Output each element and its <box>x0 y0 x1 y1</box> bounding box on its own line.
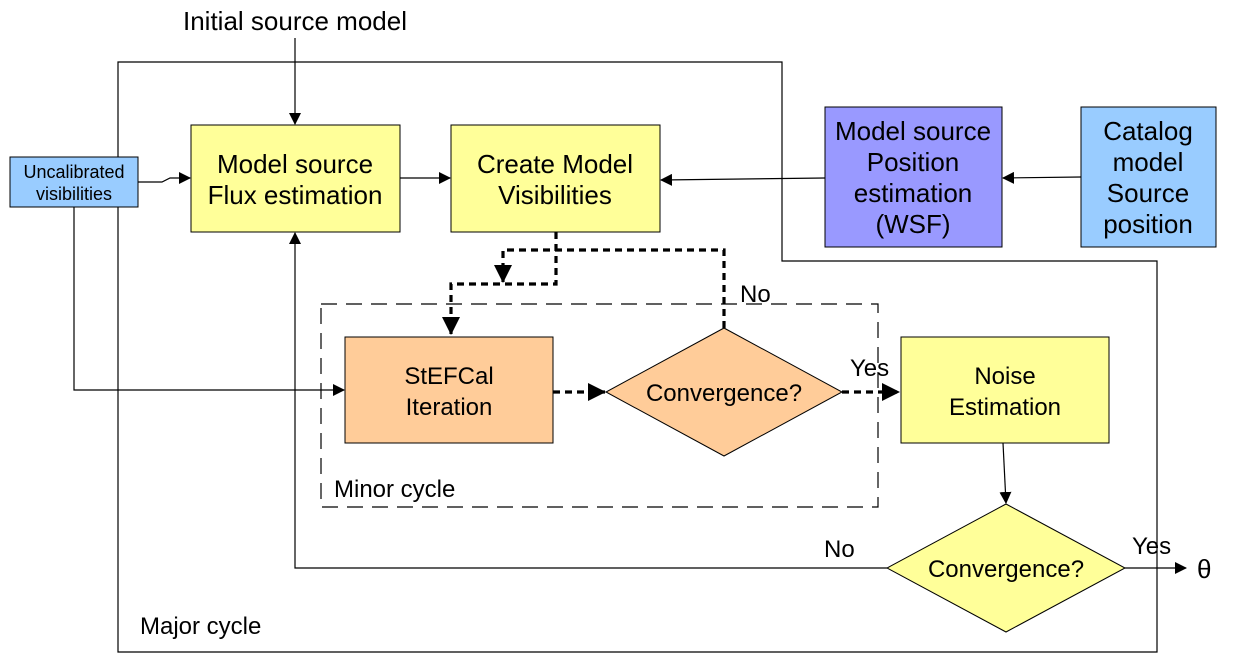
create-line-2: Visibilities <box>498 180 612 210</box>
catalog-line-2: model <box>1113 147 1184 177</box>
initial-source-model-label: Initial source model <box>183 6 407 36</box>
flux-line-1: Model source <box>217 149 373 179</box>
stefcal-line-2: Iteration <box>406 394 493 421</box>
catalog-line-3: Source <box>1107 178 1189 208</box>
create-model-visibilities-box <box>450 124 661 233</box>
catalog-line-4: position <box>1103 209 1193 239</box>
convergence-major-diamond <box>885 503 1127 633</box>
position-line-1: Model source <box>835 116 991 146</box>
stefcal-iteration-box <box>344 336 554 444</box>
arrow-uncalibrated-to-flux <box>138 172 191 184</box>
minor-yes-label: Yes <box>850 355 889 382</box>
stefcal-line-1: StEFCal <box>404 363 493 390</box>
theta-output-label: θ <box>1197 554 1211 584</box>
uncalibrated-line-2: visibilities <box>36 184 112 204</box>
major-no-label: No <box>824 536 855 563</box>
create-line-1: Create Model <box>477 149 633 179</box>
arrow-catalog-to-position <box>1002 171 1082 184</box>
position-line-2: Position <box>867 147 960 177</box>
position-estimation-box <box>824 106 1003 248</box>
flux-line-2: Flux estimation <box>208 180 383 210</box>
flux-estimation-box <box>190 124 401 233</box>
convergence-minor-diamond <box>604 327 844 457</box>
uncalibrated-visibilities-box <box>9 156 139 208</box>
major-cycle-label: Major cycle <box>140 613 261 640</box>
catalog-line-1: Catalog <box>1103 116 1193 146</box>
convergence-major-label: Convergence? <box>928 556 1084 583</box>
position-line-4: (WSF) <box>875 209 950 239</box>
convergence-minor-label: Convergence? <box>646 380 802 407</box>
noise-estimation-box <box>900 336 1110 444</box>
minor-cycle-frame <box>320 303 879 508</box>
noise-line-1: Noise <box>974 363 1035 390</box>
arrow-noise-to-convergence <box>999 442 1012 504</box>
major-yes-label: Yes <box>1132 533 1171 560</box>
minor-no-label: No <box>740 281 771 308</box>
catalog-source-position-box <box>1080 106 1217 248</box>
dashed-create-to-stefcal <box>442 232 558 335</box>
minor-cycle-label: Minor cycle <box>334 476 455 503</box>
noise-line-2: Estimation <box>949 394 1061 421</box>
uncalibrated-line-1: Uncalibrated <box>23 162 124 182</box>
arrow-position-to-create <box>660 173 826 186</box>
arrow-major-no-to-flux <box>289 232 887 569</box>
position-line-3: estimation <box>854 178 973 208</box>
dashed-minor-no-loop <box>494 248 726 328</box>
arrow-uncalibrated-to-stefcal <box>73 207 345 396</box>
major-cycle-frame <box>117 61 1158 653</box>
